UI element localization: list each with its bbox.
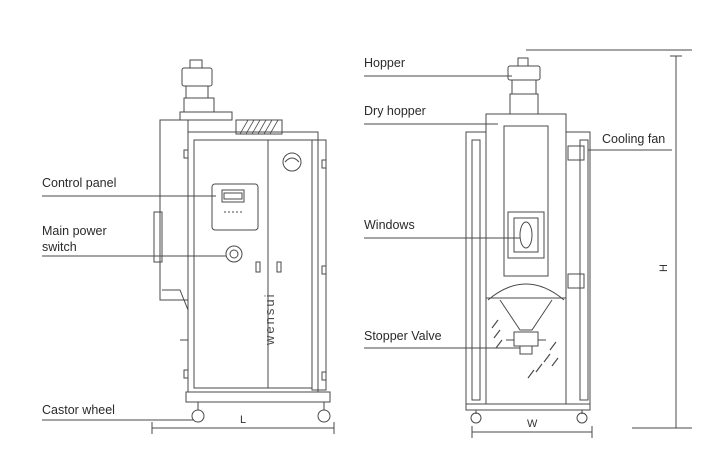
width-dimension xyxy=(471,426,593,438)
length-dimension xyxy=(151,422,335,434)
castor-wheel-label: Castor wheel xyxy=(42,403,115,417)
main-power-switch-label-line1: Main power xyxy=(42,224,107,238)
front-view-machine xyxy=(465,57,591,424)
height-dimension xyxy=(526,49,692,429)
length-dimension-label: L xyxy=(240,414,247,426)
brand-logo-text: wensui xyxy=(262,292,277,345)
windows-label: Windows xyxy=(364,218,415,232)
hopper-label: Hopper xyxy=(364,56,405,70)
height-dimension-label: H xyxy=(657,264,670,272)
dry-hopper-label: Dry hopper xyxy=(364,104,426,118)
cooling-fan-label: Cooling fan xyxy=(602,132,666,146)
width-dimension-label: W xyxy=(527,418,538,430)
control-panel-label: Control panel xyxy=(42,176,117,190)
stopper-valve-label: Stopper Valve xyxy=(364,329,442,343)
side-view-machine xyxy=(153,59,331,423)
main-power-switch-label-line2: switch xyxy=(42,240,77,254)
